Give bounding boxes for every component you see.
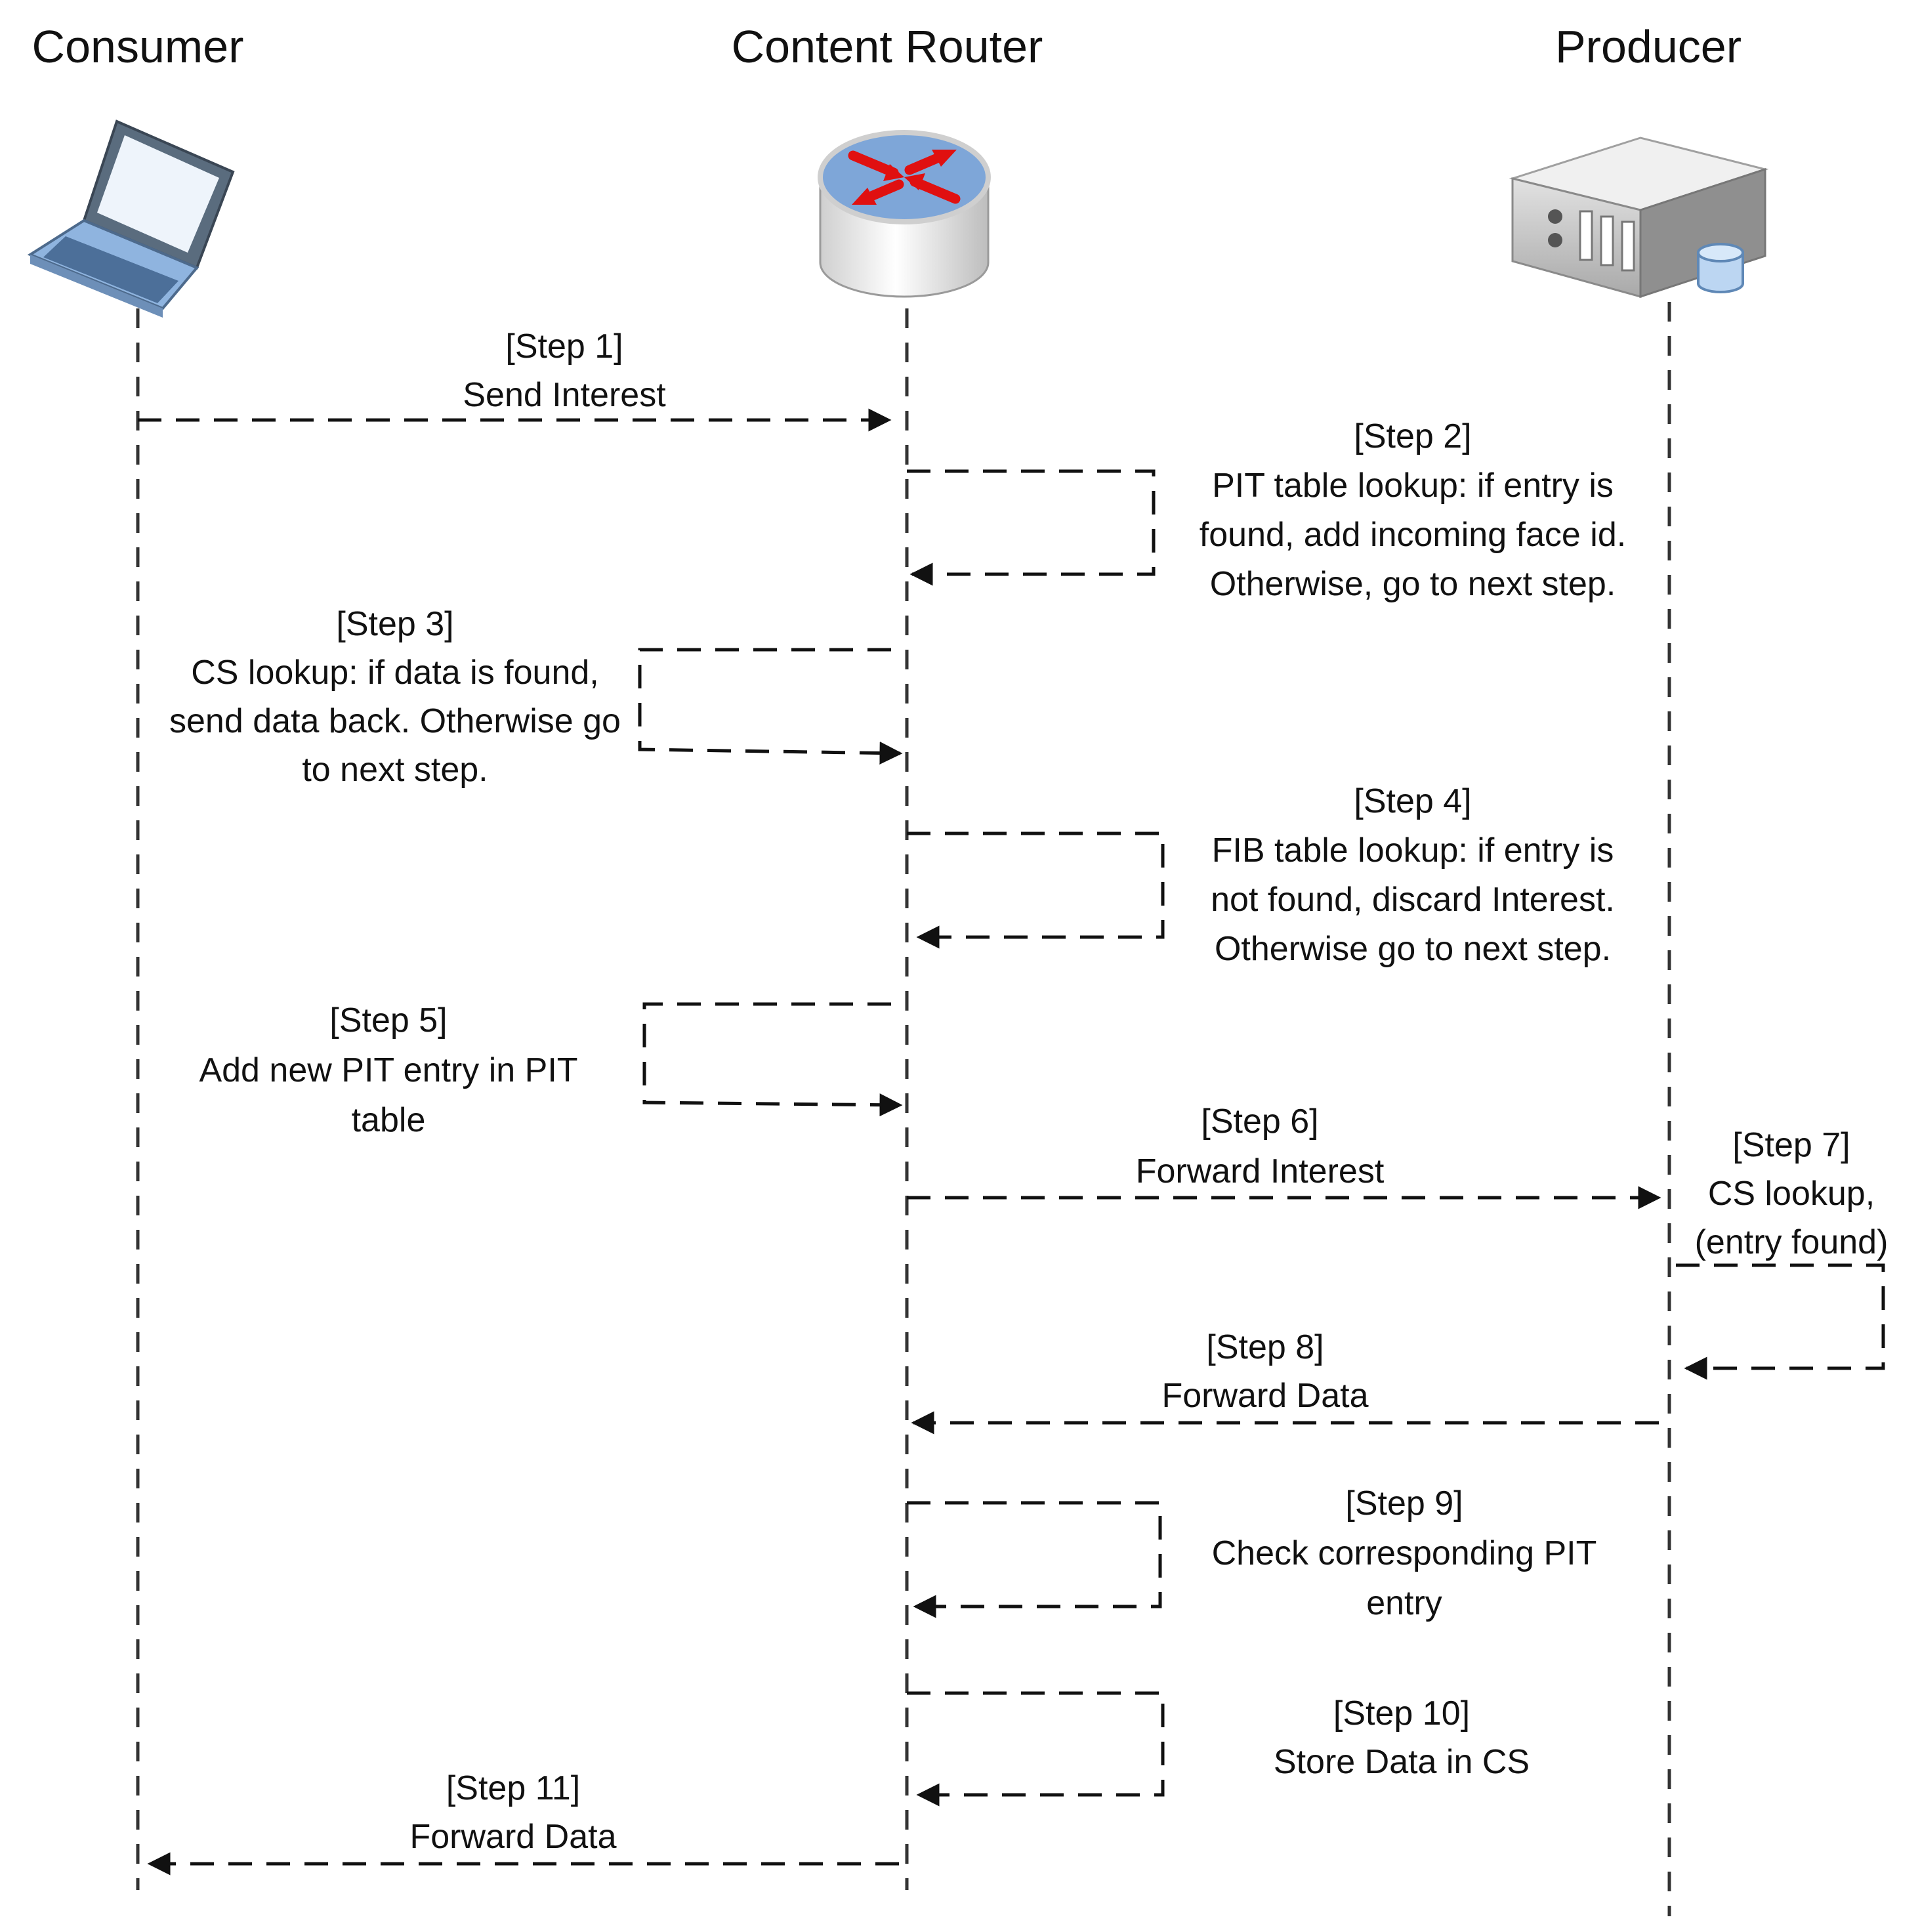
step-2-text: PIT table lookup: if entry is bbox=[1212, 467, 1614, 505]
step-9-text: entry bbox=[1366, 1584, 1442, 1622]
step-8-title: [Step 8] bbox=[1206, 1328, 1324, 1366]
step-11-text: Forward Data bbox=[410, 1818, 617, 1856]
step-3-loop bbox=[638, 648, 903, 765]
step-4-text: not found, discard Interest. bbox=[1211, 881, 1615, 919]
step-3-text: to next step. bbox=[302, 751, 488, 789]
step-7-loop bbox=[1676, 1263, 1885, 1380]
step-10-title: [Step 10] bbox=[1333, 1694, 1470, 1732]
step-labels: [Step 1] Send Interest [Step 2] PIT table l… bbox=[169, 327, 1888, 1856]
laptop-icon bbox=[27, 119, 235, 318]
step-2-title: [Step 2] bbox=[1354, 417, 1471, 455]
step-5-loop bbox=[642, 1002, 903, 1117]
step-4-text: Otherwise go to next step. bbox=[1215, 930, 1611, 968]
step-9-text: Check corresponding PIT bbox=[1212, 1534, 1597, 1572]
producer-title: Producer bbox=[1555, 21, 1742, 72]
step-5-title: [Step 5] bbox=[329, 1001, 447, 1040]
message-arrows bbox=[138, 408, 1885, 1876]
step-4-text: FIB table lookup: if entry is bbox=[1212, 831, 1614, 870]
step-2-loop bbox=[907, 469, 1156, 586]
step-5-text: Add new PIT entry in PIT bbox=[199, 1051, 577, 1089]
step-5-text: table bbox=[352, 1101, 426, 1139]
step-3-text: CS lookup: if data is found, bbox=[191, 654, 599, 692]
router-title: Content Router bbox=[732, 21, 1043, 72]
router-icon bbox=[818, 130, 991, 298]
step-10-loop bbox=[907, 1691, 1165, 1807]
step-2-text: found, add incoming face id. bbox=[1200, 516, 1626, 554]
step-10-text: Store Data in CS bbox=[1274, 1743, 1530, 1781]
step-3-text: send data back. Otherwise go bbox=[169, 702, 621, 740]
consumer-title: Consumer bbox=[32, 21, 244, 72]
step-7-text: CS lookup, bbox=[1708, 1175, 1875, 1213]
step-2-text: Otherwise, go to next step. bbox=[1210, 565, 1616, 603]
step-9-loop bbox=[907, 1501, 1162, 1618]
step-1-title: [Step 1] bbox=[505, 327, 623, 366]
step-11-title: [Step 11] bbox=[446, 1769, 580, 1807]
step-7-title: [Step 7] bbox=[1732, 1126, 1850, 1164]
step-4-title: [Step 4] bbox=[1354, 782, 1471, 820]
step-9-title: [Step 9] bbox=[1345, 1484, 1463, 1522]
step-6-title: [Step 6] bbox=[1201, 1102, 1318, 1141]
step-1-text: Send Interest bbox=[463, 376, 666, 414]
step-4-loop bbox=[907, 831, 1165, 949]
server-icon bbox=[1509, 136, 1769, 299]
step-3-title: [Step 3] bbox=[336, 605, 453, 643]
step-8-text: Forward Data bbox=[1162, 1377, 1369, 1415]
step-6-text: Forward Interest bbox=[1136, 1152, 1385, 1190]
step-7-text: (entry found) bbox=[1695, 1223, 1889, 1261]
